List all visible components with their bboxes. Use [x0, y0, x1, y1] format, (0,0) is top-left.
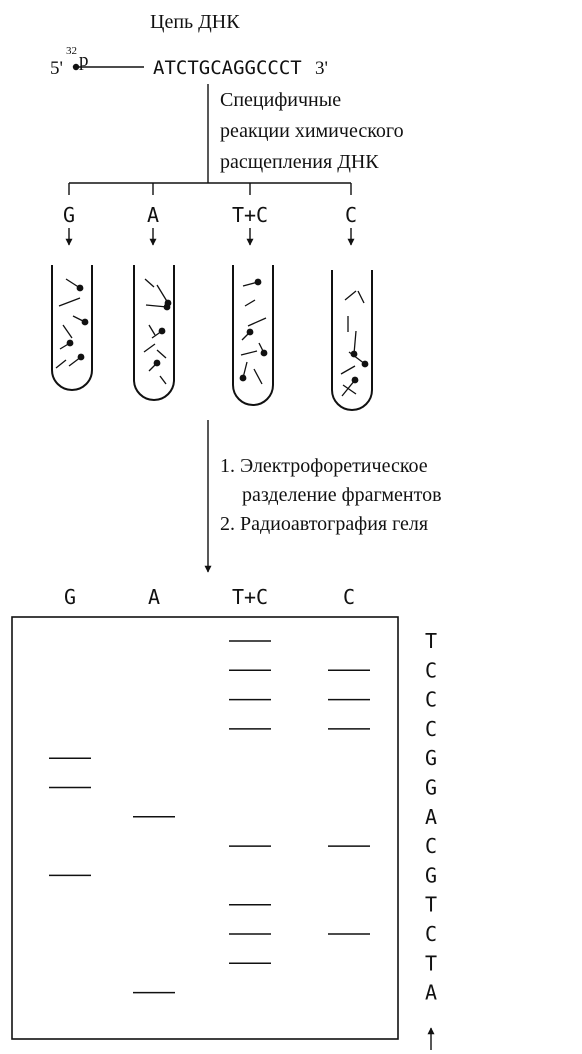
gel-lane-header-t-plus-c: T+C: [232, 585, 268, 609]
test-tube-g: [51, 265, 93, 391]
dna-fragment: [247, 317, 267, 327]
reaction-tubes: [51, 265, 373, 411]
cleavage-caption-line-1: Специфичные: [220, 89, 341, 111]
dna-sequence: ATCTGCAGGCCCT: [153, 57, 302, 79]
readout-base: A: [425, 981, 437, 1005]
dna-strand-title: Цепь ДНК: [150, 11, 240, 33]
labeled-fragment-end: [239, 374, 247, 382]
readout-base: G: [425, 863, 437, 887]
test-tube-t-plus-c: [232, 265, 274, 406]
dna-fragment: [145, 304, 168, 308]
reaction-label-a: A: [147, 203, 159, 227]
electrophoresis-caption-line-2: разделение фрагментов: [242, 484, 442, 506]
dna-fragment: [159, 375, 167, 385]
cleavage-caption: Специфичные реакции химического расщепле…: [220, 89, 404, 173]
reaction-label-g: G: [63, 203, 75, 227]
labeled-fragment-end: [77, 353, 85, 361]
labeled-fragment-end: [351, 376, 359, 384]
dna-fragment: [353, 330, 357, 355]
gel-lane-headers: G A T+C C: [64, 585, 355, 609]
labeled-fragment-end: [260, 349, 268, 357]
labeled-fragment-end: [158, 327, 166, 335]
dna-fragment: [148, 324, 156, 336]
dna-fragment: [253, 368, 263, 385]
gel-lane-header-a: A: [148, 585, 160, 609]
labeled-fragment-end: [153, 359, 161, 367]
dna-fragment: [240, 350, 258, 356]
electrophoresis-caption-line-1: 1. Электрофоретическое: [220, 455, 428, 477]
readout-base: C: [425, 922, 437, 946]
labeled-fragment-end: [164, 299, 172, 307]
labeled-fragment-end: [361, 360, 369, 368]
reaction-label-t-plus-c: T+C: [232, 203, 268, 227]
electrophoresis-caption-line-3: 2. Радиоавтография геля: [220, 513, 428, 535]
cleavage-caption-line-2: реакции химического: [220, 120, 404, 142]
readout-base: T: [425, 951, 437, 975]
test-tube-a: [133, 265, 175, 401]
dna-fragment: [143, 343, 156, 353]
readout-base: T: [425, 893, 437, 917]
dna-fragment: [344, 290, 357, 301]
readout-base: G: [425, 776, 437, 800]
phosphorus-label: p: [79, 50, 89, 71]
readout-base: A: [425, 805, 437, 829]
labeled-fragment-end: [66, 339, 74, 347]
labeled-fragment-end: [81, 318, 89, 326]
dna-fragment: [58, 297, 81, 307]
readout-base: C: [425, 717, 437, 741]
dna-fragment: [244, 299, 256, 307]
tube-outline: [133, 265, 175, 401]
gel-frame: [11, 616, 399, 1040]
labeled-fragment-end: [76, 284, 84, 292]
gel-lane-header-g: G: [64, 585, 76, 609]
readout-base: C: [425, 688, 437, 712]
readout-base: G: [425, 746, 437, 770]
tube-outline: [232, 265, 274, 406]
dna-fragment: [144, 278, 155, 288]
labeled-fragment-end: [350, 350, 358, 358]
readout-base: T: [425, 629, 437, 653]
tube-outline: [331, 270, 373, 411]
electrophoresis-caption: 1. Электрофоретическое разделение фрагме…: [220, 455, 442, 535]
reaction-branches: G A T+C C: [63, 183, 357, 246]
dna-fragment: [341, 379, 356, 397]
dna-fragment: [340, 365, 356, 375]
dna-fragment: [156, 349, 167, 359]
readout-base: C: [425, 658, 437, 682]
gel-bands: [49, 640, 370, 994]
dna-fragment: [156, 284, 169, 304]
dna-fragment: [55, 359, 67, 369]
dna-fragment: [62, 324, 73, 339]
five-prime-label: 5': [50, 58, 63, 79]
test-tube-c: [331, 270, 373, 411]
gel-lane-header-c: C: [343, 585, 355, 609]
readout-base: C: [425, 834, 437, 858]
dna-fragment: [357, 290, 365, 304]
reaction-label-c: C: [345, 203, 357, 227]
labeled-fragment-end: [246, 328, 254, 336]
cleavage-caption-line-3: расщепления ДНК: [220, 151, 379, 173]
isotope-mass-number: 32: [66, 45, 77, 57]
dna-fragment: [342, 384, 357, 395]
labeled-fragment-end: [254, 278, 262, 286]
three-prime-label: 3': [315, 58, 328, 79]
tube-outline: [51, 265, 93, 391]
